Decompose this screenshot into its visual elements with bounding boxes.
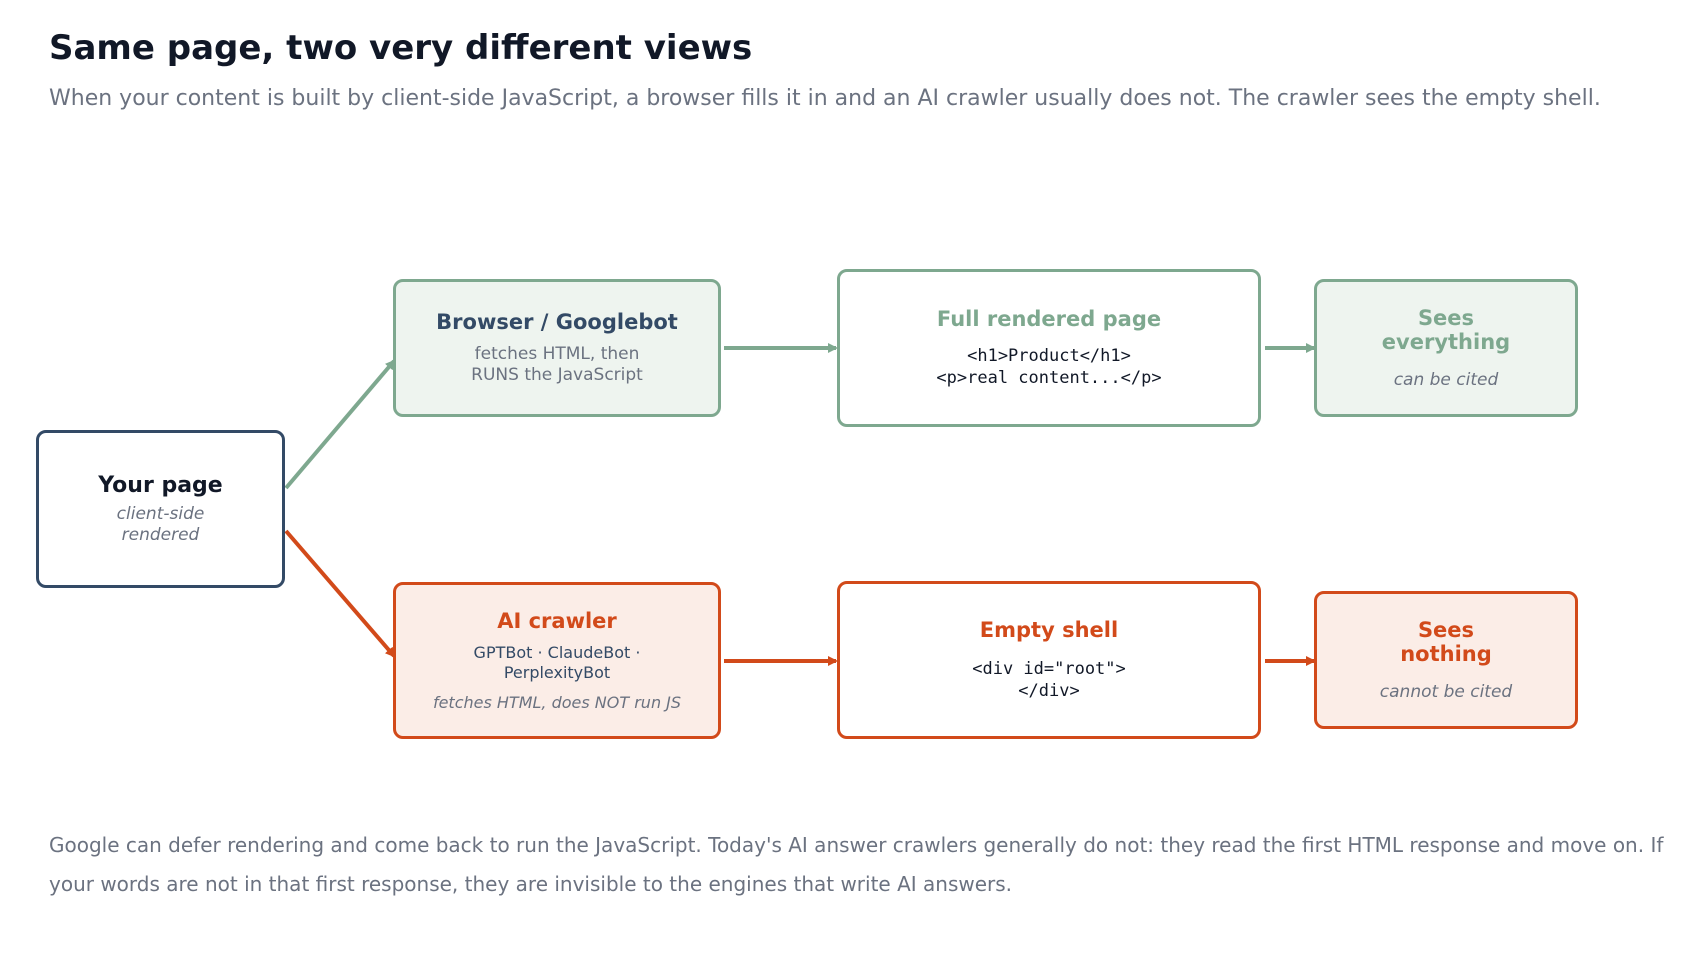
node-empty-shell-title: Empty shell <box>979 618 1119 642</box>
node-sees-everything-title-1: Sees <box>1417 305 1475 330</box>
node-ai-crawler-bots-2: PerplexityBot <box>503 663 611 682</box>
node-ai-crawler-title: AI crawler <box>497 609 617 633</box>
node-browser-title: Browser / Googlebot <box>436 310 678 334</box>
node-browser: Browser / Googlebot fetches HTML, then R… <box>393 279 721 417</box>
node-rendered-title: Full rendered page <box>936 307 1162 331</box>
node-sees-everything: Sees everything can be cited <box>1314 279 1578 417</box>
node-browser-desc-2: RUNS the JavaScript <box>471 365 643 385</box>
arrow-source-to-crawler <box>284 529 396 658</box>
node-your-page-note-1: client-side <box>116 503 205 524</box>
node-sees-nothing-note: cannot be cited <box>1379 681 1513 702</box>
node-empty-shell-code-1: <div id="root"> <box>972 659 1126 679</box>
node-empty-shell: Empty shell <div id="root"> </div> <box>837 581 1261 739</box>
node-your-page-note-2: rendered <box>121 524 200 545</box>
node-sees-everything-title-2: everything <box>1381 329 1511 354</box>
footer-note: Google can defer rendering and come back… <box>49 833 1664 896</box>
node-ai-crawler-note: fetches HTML, does NOT run JS <box>432 693 682 712</box>
page-title: Same page, two very different views <box>49 28 753 68</box>
node-ai-crawler-bots-1: GPTBot · ClaudeBot · <box>473 643 641 662</box>
node-sees-nothing-title-2: nothing <box>1400 641 1492 666</box>
page-subtitle: When your content is built by client-sid… <box>49 86 1601 111</box>
arrow-source-to-browser <box>284 359 396 490</box>
node-empty-shell-code-2: </div> <box>1018 681 1080 701</box>
node-rendered-code-2: <p>real content...</p> <box>936 368 1162 388</box>
node-sees-everything-note: can be cited <box>1393 369 1499 390</box>
node-your-page-title: Your page <box>98 472 223 498</box>
node-browser-desc-1: fetches HTML, then <box>474 344 640 364</box>
node-your-page: Your page client-side rendered <box>36 430 285 588</box>
node-sees-nothing: Sees nothing cannot be cited <box>1314 591 1578 729</box>
node-rendered-code-1: <h1>Product</h1> <box>967 346 1131 366</box>
node-ai-crawler: AI crawler GPTBot · ClaudeBot · Perplexi… <box>393 582 721 739</box>
node-sees-nothing-title-1: Sees <box>1417 617 1475 642</box>
node-rendered-page: Full rendered page <h1>Product</h1> <p>r… <box>837 269 1261 427</box>
